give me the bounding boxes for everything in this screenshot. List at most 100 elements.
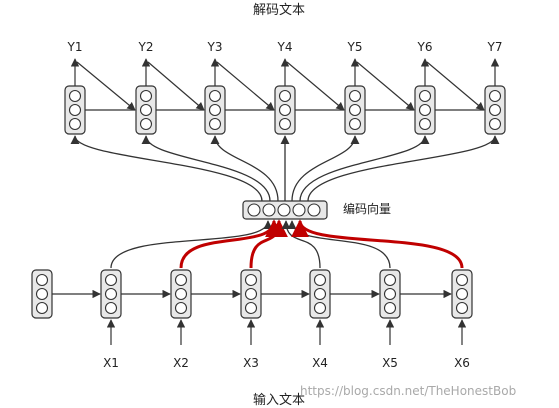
encoder-input-label: X5 (382, 356, 398, 370)
encoder-input-label: X1 (103, 356, 119, 370)
vector-to-decoder-arrow (291, 135, 360, 202)
decoder-output-label: Y6 (417, 40, 433, 54)
cell-unit (418, 117, 432, 131)
cell-unit (455, 273, 469, 287)
decoder-output-label: Y2 (138, 40, 154, 54)
encoder-to-vector-arrow (281, 220, 321, 269)
cell-unit (208, 117, 222, 131)
decoder-cell (274, 85, 296, 135)
vector-unit (277, 203, 291, 217)
decoder-cell (135, 85, 157, 135)
cell-unit (244, 301, 258, 315)
encoder-cell (309, 269, 331, 319)
feedback-arrow (216, 61, 275, 111)
feedback-arrow (76, 61, 136, 111)
cell-unit (418, 103, 432, 117)
encoder-input-label: X4 (312, 356, 328, 370)
encoder-input-label: X2 (173, 356, 189, 370)
cell-unit (244, 287, 258, 301)
encoder-input-label: X6 (454, 356, 470, 370)
encoder-cell (240, 269, 262, 319)
cell-unit (348, 89, 362, 103)
decoder-output-label: Y1 (67, 40, 83, 54)
cell-unit (313, 301, 327, 315)
encoder-cell (100, 269, 122, 319)
vector-unit (262, 203, 276, 217)
cell-unit (488, 117, 502, 131)
cell-unit (455, 301, 469, 315)
cell-unit (383, 273, 397, 287)
vector-unit (307, 203, 321, 217)
encoder-to-vector-highlight (291, 219, 464, 269)
cell-unit (68, 103, 82, 117)
decoder-output-label: Y3 (207, 40, 223, 54)
cell-unit (418, 89, 432, 103)
cell-unit (68, 89, 82, 103)
encoder-to-vector-arrow (110, 220, 273, 269)
cell-unit (174, 287, 188, 301)
cell-unit (208, 103, 222, 117)
cell-unit (139, 103, 153, 117)
decoder-output-label: Y5 (347, 40, 363, 54)
feedback-arrow (147, 61, 205, 111)
vector-to-decoder-arrow (210, 135, 279, 202)
encoder-to-vector-highlight (249, 219, 288, 269)
vector-to-decoder-arrow (307, 135, 500, 202)
feedback-arrow (356, 61, 415, 111)
cell-unit (455, 287, 469, 301)
cell-unit (244, 273, 258, 287)
decoder-cell (484, 85, 506, 135)
cell-unit (35, 273, 49, 287)
cell-unit (488, 103, 502, 117)
encoder-initial-cell (31, 269, 53, 319)
decoder-output-label: Y7 (487, 40, 503, 54)
decoder-output-label: Y4 (277, 40, 293, 54)
decoder-cell (204, 85, 226, 135)
vector-unit (292, 203, 306, 217)
cell-unit (174, 273, 188, 287)
cell-unit (348, 117, 362, 131)
encoder-title: 输入文本 (253, 392, 305, 408)
decoder-title: 解码文本 (253, 3, 305, 18)
cell-unit (104, 273, 118, 287)
connections-layer (52, 58, 500, 345)
cell-unit (383, 287, 397, 301)
decoder-cell (414, 85, 436, 135)
cell-unit (139, 89, 153, 103)
encode-vector-label: 编码向量 (343, 201, 391, 216)
cell-unit (68, 117, 82, 131)
feedback-arrow (426, 61, 485, 111)
vector-to-decoder-arrow (70, 135, 263, 202)
encoding-vector (242, 200, 328, 220)
encoder-cell (451, 269, 473, 319)
cell-unit (278, 89, 292, 103)
decoder-cell (64, 85, 86, 135)
encoder-to-vector-arrow (287, 220, 391, 269)
vector-unit (247, 203, 261, 217)
cell-unit (139, 117, 153, 131)
cell-unit (35, 287, 49, 301)
encoder-input-label: X3 (243, 356, 259, 370)
cell-unit (174, 301, 188, 315)
decoder-cell (344, 85, 366, 135)
decoder-layer (64, 85, 506, 135)
cell-unit (488, 89, 502, 103)
cell-unit (35, 301, 49, 315)
cell-unit (313, 287, 327, 301)
cell-unit (313, 273, 327, 287)
encoder-cell (379, 269, 401, 319)
cell-unit (348, 103, 362, 117)
cell-unit (104, 301, 118, 315)
watermark: https://blog.csdn.net/TheHonestBob (300, 384, 516, 398)
cell-unit (278, 117, 292, 131)
cell-unit (278, 103, 292, 117)
encoder-layer (31, 269, 473, 319)
cell-unit (383, 301, 397, 315)
vector-to-decoder-arrow (299, 135, 430, 202)
cell-unit (104, 287, 118, 301)
feedback-arrow (286, 61, 345, 111)
encoder-cell (170, 269, 192, 319)
cell-unit (208, 89, 222, 103)
